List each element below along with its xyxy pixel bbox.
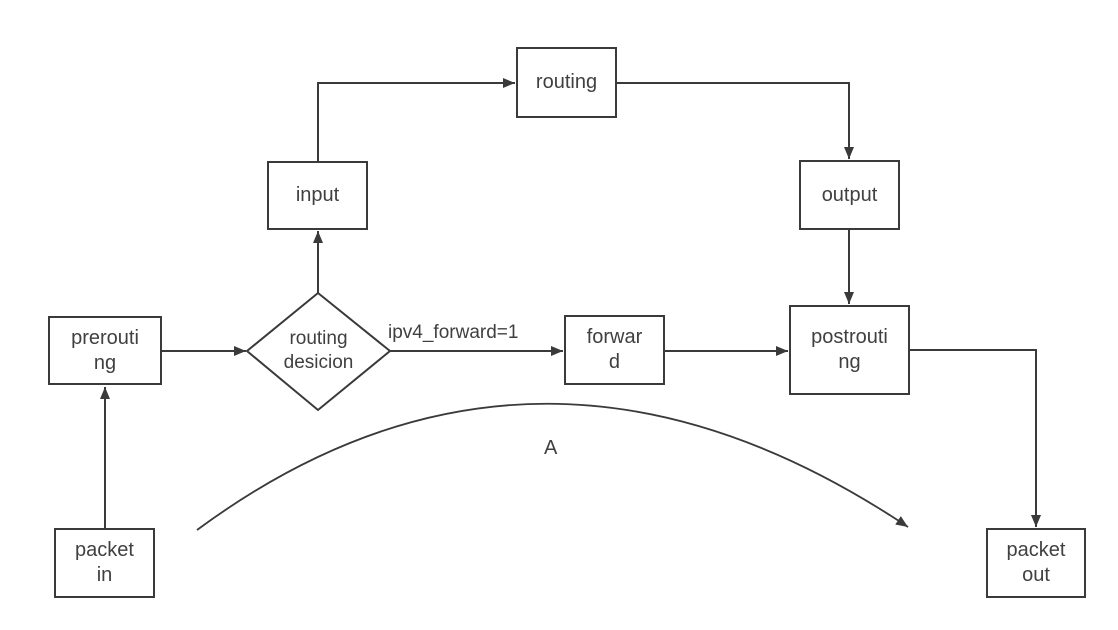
node-output-label: output <box>821 183 878 206</box>
node-packet-in: packet in <box>54 528 155 598</box>
node-routing-label: routing <box>535 71 598 93</box>
edge-label-curve-a: A <box>544 437 558 459</box>
node-input-label: input <box>295 184 340 206</box>
node-packet-in-label: packet in <box>75 539 134 586</box>
edge-postrouting-to-packetout <box>910 349 1041 527</box>
node-forward: forwar d <box>564 315 665 385</box>
edge-routing-to-output <box>616 82 854 159</box>
node-postrouting: postrouti ng <box>789 305 910 395</box>
node-prerouting-label: prerouti ng <box>71 326 139 374</box>
node-routing-decision-label: routing desicion <box>283 328 354 373</box>
decision-diamond-shape <box>245 291 392 412</box>
edge-curve-a <box>196 402 909 531</box>
node-packet-out: packet out <box>986 528 1086 598</box>
node-packet-out-label: packet out <box>1006 539 1066 586</box>
node-prerouting: prerouti ng <box>48 316 162 385</box>
node-output: output <box>799 160 900 230</box>
edge-input-to-routing <box>317 78 515 161</box>
node-forward-label: forwar d <box>586 326 643 373</box>
node-routing: routing <box>516 47 617 118</box>
node-routing-decision: routing desicion <box>248 322 389 380</box>
edge-label-ipv4-forward: ipv4_forward=1 <box>388 322 519 343</box>
node-input: input <box>267 161 368 230</box>
node-postrouting-label: postrouti ng <box>811 326 888 373</box>
